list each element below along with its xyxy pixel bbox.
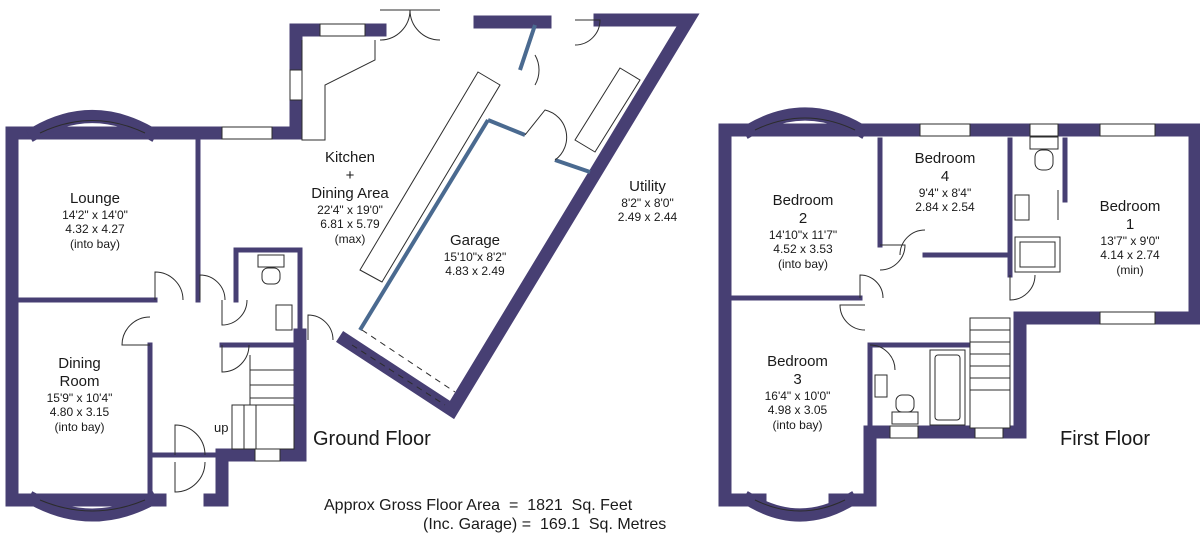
first-floor-windows bbox=[889, 123, 1156, 439]
room-dims: 14'10"x 11'7" bbox=[768, 228, 838, 242]
ground-floor-doors bbox=[121, 9, 601, 493]
first-floor-inner-walls bbox=[722, 137, 1068, 435]
room-name: Bedroom bbox=[1099, 198, 1161, 215]
room-name: Bedroom bbox=[767, 353, 828, 370]
room-dims: (min) bbox=[1116, 262, 1144, 277]
room-dims: 8'2" x 8'0" bbox=[621, 196, 674, 210]
room-name: Bedroom bbox=[914, 150, 976, 167]
room-dims: 4.80 x 3.15 bbox=[49, 405, 110, 420]
room-dims: 2.84 x 2.54 bbox=[915, 200, 975, 215]
floor-area-line-2: (Inc. Garage) = 169.1 Sq. Metres bbox=[423, 516, 667, 533]
room-name: 1 bbox=[1125, 216, 1135, 233]
room-dims: 4.83 x 2.49 bbox=[445, 264, 505, 279]
room-dims: 4.32 x 4.27 bbox=[65, 222, 125, 237]
room-label-lounge: Lounge 14'2" x 14'0" 4.32 x 4.27 (into b… bbox=[40, 190, 150, 251]
room-dims: 4.14 x 2.74 bbox=[1100, 248, 1160, 263]
room-name: 3 bbox=[793, 371, 802, 388]
room-label-kitchen: Kitchen + Dining Area 22'4" x 19'0" 6.81… bbox=[285, 149, 415, 246]
first-floor-fixtures bbox=[874, 136, 1061, 429]
room-label-bedroom-3: Bedroom 3 16'4" x 10'0" 4.98 x 3.05 (int… bbox=[745, 353, 850, 432]
first-floor-bays bbox=[741, 107, 869, 522]
room-name: Dining bbox=[58, 355, 101, 372]
ground-floor-windows bbox=[221, 23, 366, 462]
room-dims: (into bay) bbox=[777, 256, 829, 271]
ground-floor-title: Ground Floor bbox=[313, 428, 431, 450]
room-name: Room bbox=[59, 373, 100, 390]
room-dims: 13'7" x 9'0" bbox=[1100, 234, 1160, 248]
room-dims: 4.98 x 3.05 bbox=[767, 403, 828, 418]
room-dims: (into bay) bbox=[54, 419, 105, 434]
room-dims: (into bay) bbox=[772, 417, 823, 432]
room-name: 2 bbox=[798, 210, 808, 227]
first-floor-title: First Floor bbox=[1060, 428, 1150, 450]
room-name: Lounge bbox=[69, 190, 121, 207]
room-dims: 15'9" x 10'4" bbox=[46, 391, 113, 405]
room-dims: 14'2" x 14'0" bbox=[62, 208, 128, 222]
room-name: Garage bbox=[449, 232, 501, 249]
first-floor-doors bbox=[839, 229, 1036, 371]
ground-floor-fixtures bbox=[231, 40, 641, 450]
room-label-bedroom-2: Bedroom 2 14'10"x 11'7" 4.52 x 3.53 (int… bbox=[748, 192, 858, 271]
room-label-utility: Utility 8'2" x 8'0" 2.49 x 2.44 bbox=[600, 178, 695, 225]
room-name: Utility bbox=[629, 178, 666, 195]
room-name: 4 bbox=[940, 168, 950, 185]
room-name: + bbox=[345, 167, 355, 184]
room-name: Kitchen bbox=[324, 149, 376, 166]
room-dims: (into bay) bbox=[69, 236, 121, 251]
room-label-bedroom-1: Bedroom 1 13'7" x 9'0" 4.14 x 2.74 (min) bbox=[1080, 198, 1180, 277]
room-dims: (max) bbox=[334, 231, 366, 246]
stairs-up-label: up bbox=[214, 420, 229, 435]
room-dims: 16'4" x 10'0" bbox=[764, 389, 831, 403]
room-name: Dining Area bbox=[311, 185, 389, 202]
room-dims: 9'4" x 8'4" bbox=[918, 186, 972, 200]
room-dims: 15'10"x 8'2" bbox=[443, 250, 507, 264]
room-name: Bedroom bbox=[772, 192, 834, 209]
ground-floor-bays bbox=[26, 110, 159, 522]
room-dims: 2.49 x 2.44 bbox=[617, 210, 678, 225]
ground-floor-inner-walls bbox=[9, 24, 591, 503]
room-dims: 22'4" x 19'0" bbox=[317, 203, 383, 217]
room-label-bedroom-4: Bedroom 4 9'4" x 8'4" 2.84 x 2.54 bbox=[895, 150, 995, 215]
room-label-garage: Garage 15'10"x 8'2" 4.83 x 2.49 bbox=[420, 232, 530, 279]
room-dims: 4.52 x 3.53 bbox=[773, 242, 833, 257]
room-dims: 6.81 x 5.79 bbox=[320, 217, 380, 232]
room-label-dining-room: Dining Room 15'9" x 10'4" 4.80 x 3.15 (i… bbox=[22, 355, 137, 434]
floor-area-line-1: Approx Gross Floor Area = 1821 Sq. Feet bbox=[324, 497, 633, 514]
